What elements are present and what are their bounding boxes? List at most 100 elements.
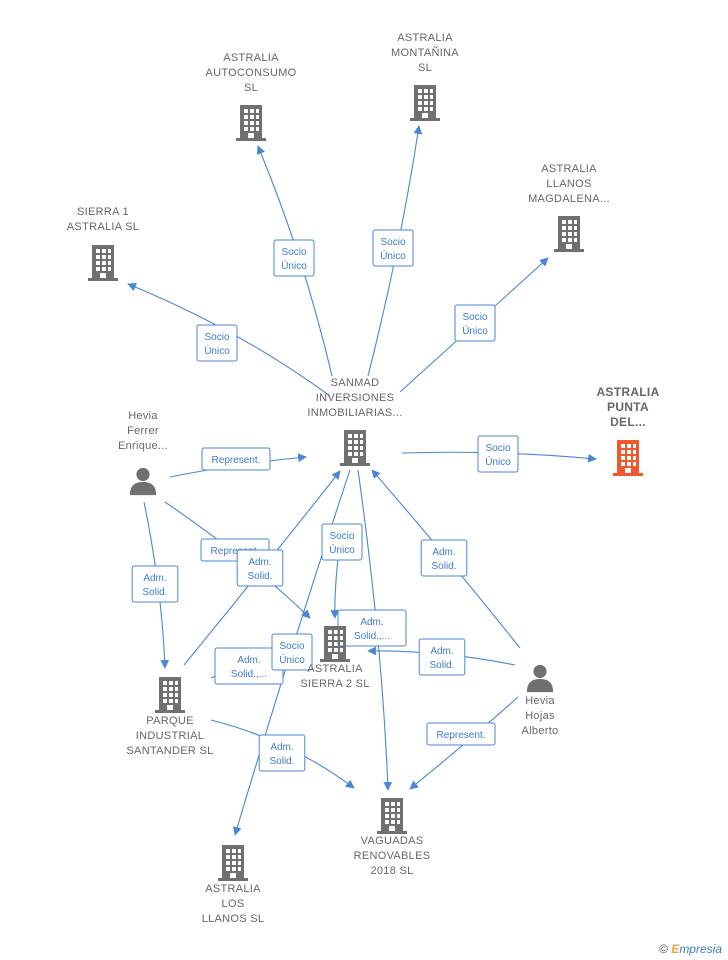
node-astralia_montanina[interactable]: ASTRALIA MONTAÑINA SL [391, 32, 459, 121]
node-label: LLANOS [546, 178, 591, 190]
edge-label-box [271, 633, 313, 671]
edge-label[interactable]: Adm. Solid. [236, 549, 284, 587]
edge-label-text: Adm. [430, 646, 453, 657]
node-label: SIERRA 1 [77, 206, 129, 218]
edge-label-text: Solid.,... [354, 631, 390, 642]
node-label: MONTAÑINA [391, 46, 459, 59]
edge-label-text: Único [204, 344, 230, 357]
edge-label[interactable]: Adm.Solid. [258, 734, 306, 772]
edge-label-text: Adm. [248, 557, 271, 568]
building-icon [613, 440, 643, 476]
edge-label-box [201, 447, 271, 471]
edge-label-text: Solid. [429, 660, 454, 671]
node-label: SL [418, 62, 432, 74]
edge-label[interactable]: Adm. Solid.,... [337, 609, 407, 647]
node-label: VAGUADAS [361, 835, 424, 847]
node-label: LLANOS SL [202, 913, 265, 925]
edge-label-box [196, 324, 238, 362]
node-sierra1_astralia[interactable]: SIERRA 1 ASTRALIA SL [67, 206, 139, 281]
node-sanmad[interactable]: SANMADINVERSIONESINMOBILIARIAS... [307, 377, 402, 466]
copyright-icon: © [659, 942, 668, 956]
edge-label-text: Socio [204, 332, 229, 343]
edge-label-box [454, 304, 496, 342]
edge-label-text: Adm. [432, 547, 455, 558]
edge-label-text: Adm. [360, 617, 383, 628]
node-label: SANMAD [331, 377, 380, 389]
edge-label-text: Único [462, 324, 488, 337]
node-astralia_punta[interactable]: ASTRALIAPUNTADEL... [596, 385, 659, 476]
node-label: PUNTA [607, 400, 649, 414]
node-label: 2018 SL [370, 865, 413, 877]
node-astralia_sierra2[interactable]: ASTRALIA SIERRA 2 SL [300, 626, 369, 690]
building-icon [218, 845, 248, 881]
node-label: PARQUE [146, 715, 193, 727]
edge-label-text: Represent. [437, 730, 486, 741]
edge-label-text: Socio [279, 641, 304, 652]
node-label: ASTRALIA [397, 32, 453, 44]
node-label: AUTOCONSUMO [205, 67, 296, 79]
person-icon [129, 467, 157, 496]
edge-label-text: Adm. [270, 742, 293, 753]
node-label: SIERRA 2 SL [300, 678, 369, 690]
node-label: Ferrer [127, 425, 159, 437]
edge-label[interactable]: Adm. Solid. [420, 539, 468, 577]
node-label: INDUSTRIAL [136, 730, 204, 742]
node-label: ASTRALIA [596, 385, 659, 399]
edge-label-box [372, 229, 414, 267]
edge-label[interactable]: Represent. [201, 447, 271, 471]
node-label: MAGDALENA... [528, 193, 610, 205]
edge-label-text: Único [380, 249, 406, 262]
node-hevia_ferrer[interactable]: HeviaFerrerEnrique... [118, 410, 168, 496]
node-label: Hojas [525, 710, 555, 722]
node-label: RENOVABLES [354, 850, 431, 862]
edge-label[interactable]: Represent. [426, 722, 496, 746]
edge-label-box [420, 539, 468, 577]
edge-label-text: Solid. [247, 571, 272, 582]
edge-label-text: Solid.,... [231, 669, 267, 680]
building-icon [320, 626, 350, 662]
edge-label-text: Adm. [237, 655, 260, 666]
edge-label-box [258, 734, 306, 772]
edge-label-text: Socio [380, 237, 405, 248]
edge-label-text: Solid. [431, 561, 456, 572]
edge-label-box [426, 722, 496, 746]
node-label: INVERSIONES [316, 392, 395, 404]
node-vaguadas[interactable]: VAGUADAS RENOVABLES 2018 SL [354, 798, 431, 877]
node-label: Hevia [128, 410, 158, 422]
building-icon [340, 430, 370, 466]
node-label: ASTRALIA [223, 52, 279, 64]
node-label: ASTRALIA [307, 663, 363, 675]
node-parque_industrial[interactable]: PARQUE INDUSTRIAL SANTANDER SL [126, 677, 213, 757]
edge-label-text: Represent. [212, 455, 261, 466]
edge-label-text: Único [329, 543, 355, 556]
edge-label[interactable]: Adm.Solid. [131, 565, 179, 603]
person-icon [526, 664, 554, 693]
building-icon [236, 105, 266, 141]
edge-label-text: Socio [485, 443, 510, 454]
edge-label-box [131, 565, 179, 603]
edge-label-text: Socio [281, 247, 306, 258]
node-label: SANTANDER SL [126, 745, 213, 757]
node-label: ASTRALIA SL [67, 221, 139, 233]
node-label: ASTRALIA [205, 883, 261, 895]
brand-logo[interactable]: Empresia [671, 942, 722, 956]
building-icon [554, 216, 584, 252]
edge-label[interactable]: Adm. Solid. [418, 638, 466, 676]
node-label: Hevia [525, 695, 555, 707]
building-icon [410, 85, 440, 121]
node-astralia_llanos_magdalena[interactable]: ASTRALIALLANOSMAGDALENA... [528, 163, 610, 252]
building-icon [88, 245, 118, 281]
edge-label[interactable]: Adm. Solid.,... [214, 647, 284, 685]
